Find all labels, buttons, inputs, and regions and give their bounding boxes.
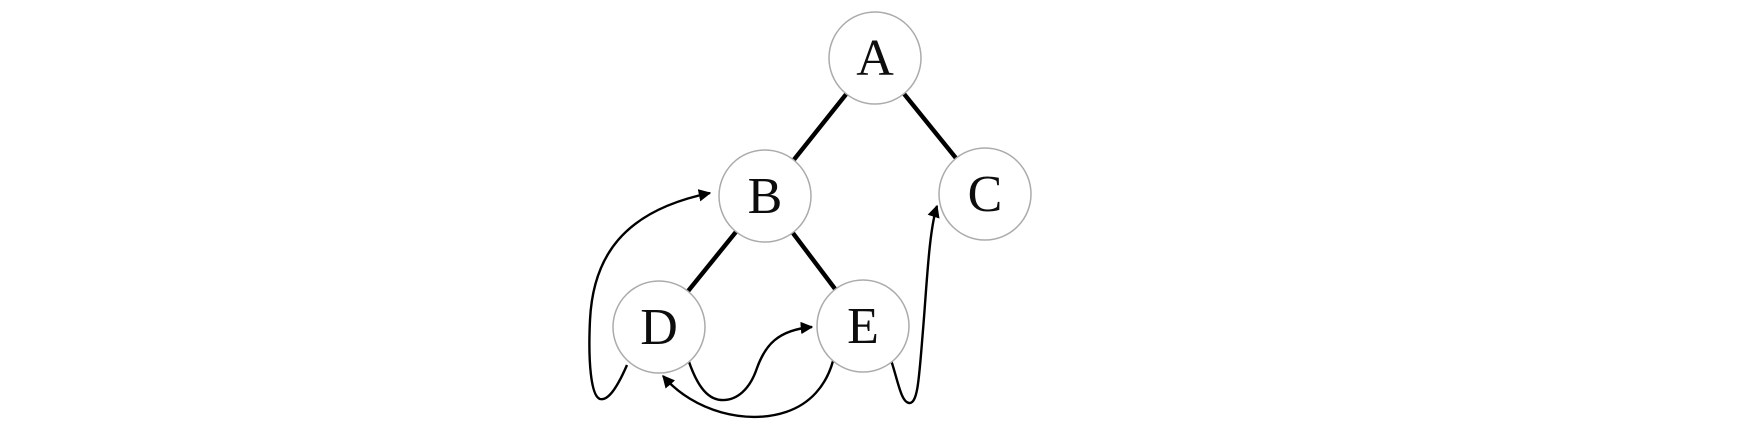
nodes — [612, 11, 1032, 374]
node-A-circle — [828, 11, 922, 105]
node-C-label: C — [968, 166, 1003, 223]
arrow-E-to-D — [662, 360, 835, 419]
node-B-label: B — [748, 168, 783, 225]
arrow-edges — [588, 189, 940, 419]
arrow-E-to-C — [889, 204, 940, 405]
node-labels: A B C D E — [640, 30, 1002, 356]
node-E-circle — [816, 279, 910, 373]
node-D-circle — [612, 280, 706, 374]
node-E-label: E — [847, 298, 879, 355]
node-A-label: A — [856, 30, 894, 87]
node-C-circle — [938, 147, 1032, 241]
node-B-circle — [718, 149, 812, 243]
arrow-D-to-B — [588, 189, 712, 401]
node-D-label: D — [640, 299, 678, 356]
arrow-D-to-E — [686, 321, 814, 402]
